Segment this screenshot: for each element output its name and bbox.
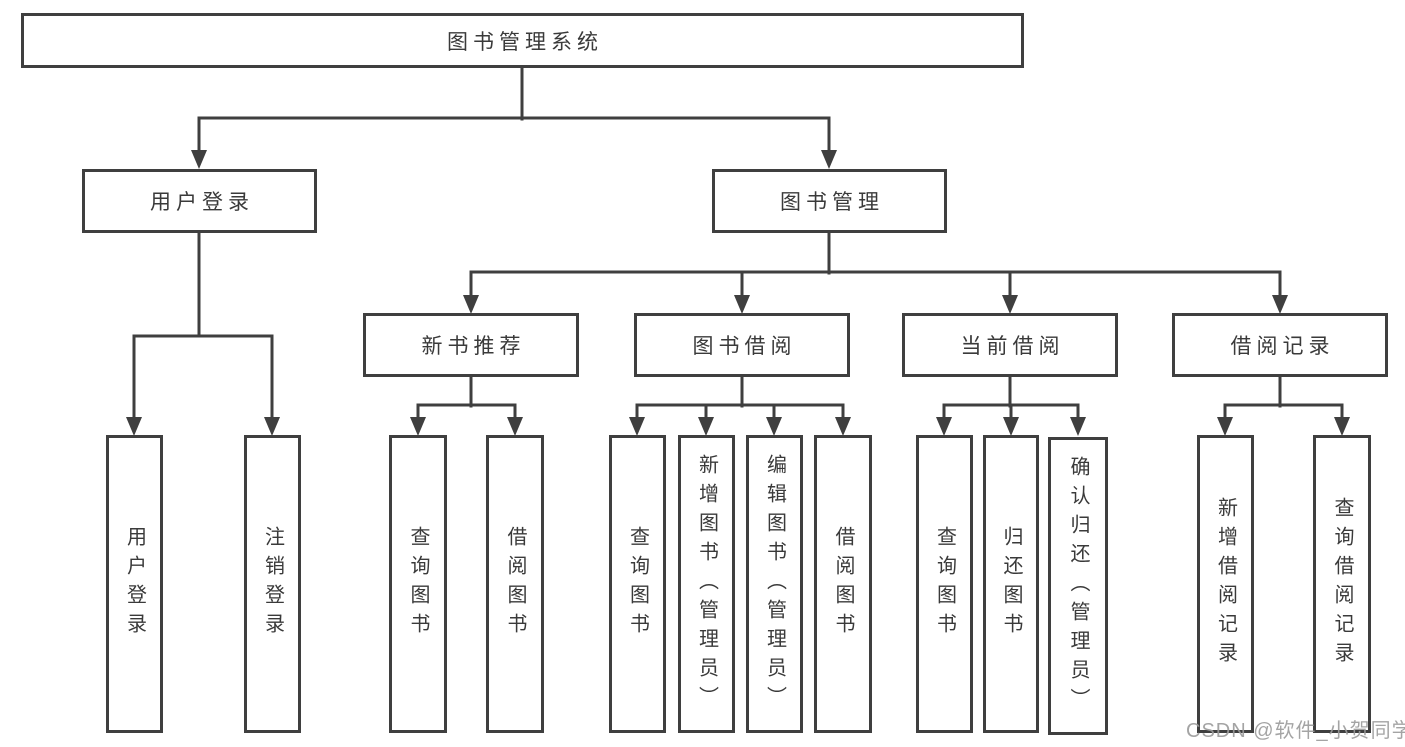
connector-records-branch: [1217, 374, 1350, 436]
connector-recommend-branch: [410, 374, 523, 436]
leaf-current-confirm-return-admin: 确认归还（管理员）: [1048, 437, 1108, 735]
node-borrowing-records: 借阅记录: [1172, 313, 1388, 377]
leaf-borrowing-borrow-books-label: 借阅图书: [832, 526, 854, 642]
leaf-borrowing-edit-books-admin-label: 编辑图书（管理员）: [763, 453, 786, 715]
node-user-login-label: 用户登录: [150, 191, 254, 214]
connector-borrowing-branch: [629, 374, 851, 436]
node-borrowing-records-label: 借阅记录: [1230, 335, 1335, 358]
node-root: 图书管理系统: [21, 13, 1024, 68]
node-book-borrowing: 图书借阅: [634, 313, 850, 377]
node-root-label: 图书管理系统: [447, 30, 603, 54]
leaf-borrowing-add-books-admin: 新增图书（管理员）: [678, 435, 735, 733]
leaf-recommend-query-books-label: 查询图书: [407, 526, 429, 642]
node-book-management: 图书管理: [712, 169, 947, 233]
leaf-recommend-borrow-books: 借阅图书: [486, 435, 544, 733]
leaf-logout-login-label: 注销登录: [261, 526, 284, 642]
leaf-borrowing-borrow-books: 借阅图书: [814, 435, 872, 733]
node-current-borrowing-label: 当前借阅: [960, 335, 1065, 358]
node-book-borrowing-label: 图书借阅: [692, 335, 797, 358]
leaf-user-login: 用户登录: [106, 435, 163, 733]
csdn-watermark: CSDN @软件_小贺同学: [1186, 720, 1405, 742]
leaf-borrowing-query-books-label: 查询图书: [626, 526, 649, 642]
connector-current-branch: [936, 374, 1086, 436]
leaf-borrowing-edit-books-admin: 编辑图书（管理员）: [746, 435, 803, 733]
leaf-current-return-books-label: 归还图书: [1000, 526, 1022, 642]
node-user-login: 用户登录: [82, 169, 317, 233]
leaf-current-return-books: 归还图书: [983, 435, 1039, 733]
leaf-current-confirm-return-admin-label: 确认归还（管理员）: [1067, 455, 1089, 717]
node-book-management-label: 图书管理: [780, 191, 884, 214]
leaf-current-query-books-label: 查询图书: [933, 526, 956, 642]
node-current-borrowing: 当前借阅: [902, 313, 1118, 377]
leaf-records-query-record: 查询借阅记录: [1313, 435, 1371, 733]
connector-user-login-branch: [126, 230, 280, 436]
node-new-book-recommend: 新书推荐: [363, 313, 579, 377]
leaf-borrowing-query-books: 查询图书: [609, 435, 666, 733]
connector-book-management-branch: [463, 230, 1288, 314]
leaf-user-login-label: 用户登录: [123, 526, 146, 642]
leaf-recommend-query-books: 查询图书: [389, 435, 447, 733]
leaf-recommend-borrow-books-label: 借阅图书: [504, 526, 526, 642]
leaf-records-add-record: 新增借阅记录: [1197, 435, 1254, 733]
node-new-book-recommend-label: 新书推荐: [421, 335, 526, 358]
leaf-logout-login: 注销登录: [244, 435, 301, 733]
leaf-records-add-record-label: 新增借阅记录: [1214, 497, 1237, 671]
leaf-records-query-record-label: 查询借阅记录: [1331, 497, 1353, 671]
connector-root-to-level2: [191, 65, 837, 169]
leaf-borrowing-add-books-admin-label: 新增图书（管理员）: [695, 453, 718, 715]
leaf-current-query-books: 查询图书: [916, 435, 973, 733]
